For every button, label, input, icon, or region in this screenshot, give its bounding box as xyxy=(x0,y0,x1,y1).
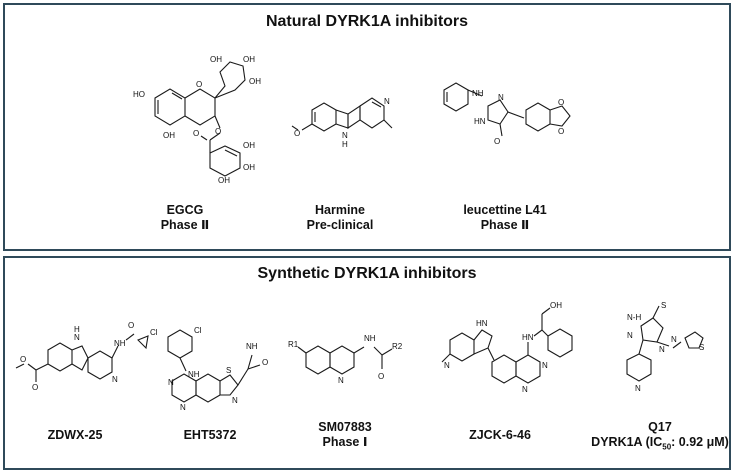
atom-label: Cl xyxy=(150,328,158,337)
atom-label: NH xyxy=(188,370,200,379)
atom-label: N xyxy=(74,333,80,342)
compound-name: Q17 xyxy=(648,420,672,434)
activity-subscript: 50 xyxy=(662,442,672,452)
egcg-structure: HO OH O O O OH OH OH OH OH OH xyxy=(133,55,261,185)
atom-label: N xyxy=(338,376,344,385)
atom-label: S xyxy=(661,301,666,310)
zdwx-25-label: ZDWX-25 xyxy=(30,428,120,443)
compound-stage: Pre-clinical xyxy=(306,218,374,232)
compound-name: leucettine L41 xyxy=(463,203,547,217)
atom-label: N xyxy=(635,384,641,393)
leucettine-structure: NH N HN O O O xyxy=(443,82,571,146)
atom-label: S xyxy=(226,366,231,375)
atom-label: N-H xyxy=(627,313,641,322)
synthetic-panel-title: Synthetic DYRK1A inhibitors xyxy=(257,265,477,282)
atom-label: OH xyxy=(210,55,222,64)
atom-label: O xyxy=(32,383,38,392)
atom-label: N xyxy=(232,396,238,405)
compound-name: ZDWX-25 xyxy=(47,428,103,442)
atom-label: N xyxy=(384,97,390,106)
atom-label: O xyxy=(558,98,564,107)
compound-name: EHT5372 xyxy=(183,428,237,442)
activity-suffix: : 0.92 μM) xyxy=(671,435,729,449)
atom-label: R2 xyxy=(392,342,403,351)
atom-label: O xyxy=(196,80,202,89)
atom-label: N xyxy=(180,403,186,412)
atom-label: N xyxy=(522,385,528,394)
natural-panel-title: Natural DYRK1A inhibitors xyxy=(265,13,469,30)
atom-label: S xyxy=(699,343,704,352)
atom-label: NH xyxy=(114,339,126,348)
atom-label: NH xyxy=(472,89,484,98)
atom-label: OH xyxy=(218,176,230,185)
atom-label: O xyxy=(378,372,384,381)
compound-activity: DYRK1A (IC50: 0.92 μM) xyxy=(590,435,730,455)
atom-label: O xyxy=(193,129,199,138)
zdwx-25-structure: N H NH O O O N xyxy=(15,321,149,392)
atom-label: H xyxy=(74,325,80,334)
compound-stage: Phase Ⅰ xyxy=(322,435,368,449)
atom-label: N xyxy=(168,378,174,387)
synthetic-inhibitors-panel: Synthetic DYRK1A inhibitors xyxy=(3,256,731,470)
atom-label: OH xyxy=(243,141,255,150)
atom-label: NH xyxy=(364,334,376,343)
eht5372-label: EHT5372 xyxy=(165,428,255,443)
atom-label: N xyxy=(659,345,665,354)
compound-name: EGCG xyxy=(166,203,204,217)
atom-label: HN xyxy=(476,319,488,328)
atom-label: Cl xyxy=(194,326,202,335)
atom-label: R1 xyxy=(288,340,299,349)
atom-label: N xyxy=(342,131,348,140)
atom-label: OH xyxy=(243,55,255,64)
atom-label: O xyxy=(262,358,268,367)
atom-label: HN xyxy=(522,333,534,342)
atom-label: OH xyxy=(249,77,261,86)
atom-label: OH xyxy=(550,301,562,310)
atom-label: HN xyxy=(474,117,486,126)
zjck-6-46-label: ZJCK-6-46 xyxy=(450,428,550,443)
atom-label: O xyxy=(494,137,500,146)
zjck-6-46-structure: HN N HN OH N N xyxy=(441,301,573,394)
atom-label: N xyxy=(627,331,633,340)
egcg-label: EGCG Phase Ⅱ xyxy=(140,203,230,233)
atom-label: OH xyxy=(243,163,255,172)
atom-label: HO xyxy=(133,90,145,99)
compound-name: ZJCK-6-46 xyxy=(469,428,531,442)
atom-label: N xyxy=(444,361,450,370)
atom-label: O xyxy=(128,321,134,330)
q17-structure: N-H S N N N S N xyxy=(626,301,704,393)
sm07883-structure: R1 NH R2 O N xyxy=(288,334,403,385)
atom-label: N xyxy=(112,375,118,384)
compound-stage: Phase Ⅱ xyxy=(160,218,210,232)
atom-label: O xyxy=(558,127,564,136)
q17-label: Q17 DYRK1A (IC50: 0.92 μM) xyxy=(590,420,730,455)
natural-inhibitors-panel: Natural DYRK1A inhibitors xyxy=(3,3,731,251)
atom-label: N xyxy=(542,361,548,370)
atom-label: O xyxy=(215,127,221,136)
compound-name: SM07883 xyxy=(318,420,372,434)
harmine-label: Harmine Pre-clinical xyxy=(280,203,400,233)
harmine-structure: O N H N xyxy=(291,97,393,149)
sm07883-label: SM07883 Phase Ⅰ xyxy=(300,420,390,450)
atom-label: N xyxy=(498,93,504,102)
compound-stage: Phase Ⅱ xyxy=(480,218,530,232)
leucettine-label: leucettine L41 Phase Ⅱ xyxy=(445,203,565,233)
atom-label: OH xyxy=(163,131,175,140)
eht5372-structure: Cl Cl NH N N S N NH O xyxy=(150,326,268,412)
compound-name: Harmine xyxy=(314,203,366,217)
atom-label: NH xyxy=(246,342,258,351)
atom-label: H xyxy=(342,140,348,149)
atom-label: O xyxy=(20,355,26,364)
atom-label: O xyxy=(294,129,300,138)
activity-prefix: DYRK1A (IC xyxy=(591,435,663,449)
atom-label: N xyxy=(671,335,677,344)
